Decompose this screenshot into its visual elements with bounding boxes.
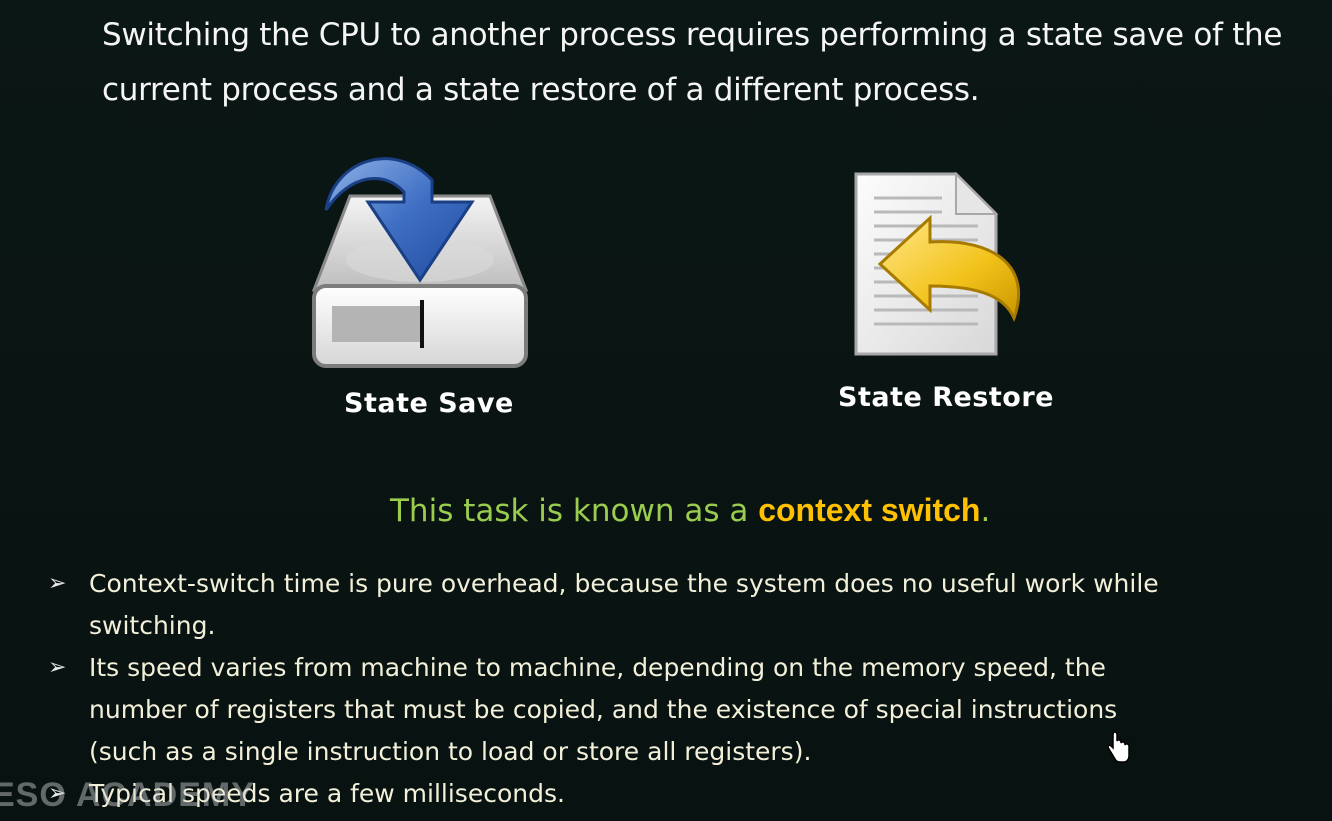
context-switch-statement: This task is known as a context switch. xyxy=(390,492,990,529)
restore-document-icon xyxy=(846,168,1030,364)
bullet-list: ➢ Context-switch time is pure overhead, … xyxy=(48,563,1248,815)
context-switch-term: context switch xyxy=(758,492,981,528)
bullet-item: ➢ Typical speeds are a few milliseconds. xyxy=(48,773,1248,815)
intro-text: Switching the CPU to another process req… xyxy=(102,8,1302,118)
watermark-logo: ESO ACADEMY xyxy=(0,776,255,814)
state-save-caption: State Save xyxy=(344,388,514,419)
bullet-2-line-3: (such as a single instruction to load or… xyxy=(89,737,812,766)
save-drive-icon xyxy=(304,140,536,376)
state-restore-caption: State Restore xyxy=(838,382,1054,413)
statement-prefix: This task is known as a xyxy=(390,493,759,529)
statement-suffix: . xyxy=(980,493,991,529)
bullet-1-line-2: switching. xyxy=(89,611,216,640)
bullet-arrow-icon: ➢ xyxy=(48,655,67,680)
bullet-2-line-1: Its speed varies from machine to machine… xyxy=(89,653,1106,682)
hand-cursor-icon xyxy=(1107,730,1130,764)
bullet-arrow-icon: ➢ xyxy=(48,781,67,806)
intro-line-1: Switching the CPU to another process req… xyxy=(102,17,1283,53)
bullet-item: ➢ Its speed varies from machine to machi… xyxy=(48,647,1248,773)
bullet-2-line-2: number of registers that must be copied,… xyxy=(89,695,1118,724)
intro-line-2: current process and a state restore of a… xyxy=(102,72,980,108)
bullet-3-line-1: Typical speeds are a few milliseconds. xyxy=(89,779,565,808)
bullet-item: ➢ Context-switch time is pure overhead, … xyxy=(48,563,1248,647)
bullet-1-line-1: Context-switch time is pure overhead, be… xyxy=(89,569,1159,598)
bullet-arrow-icon: ➢ xyxy=(48,571,67,596)
